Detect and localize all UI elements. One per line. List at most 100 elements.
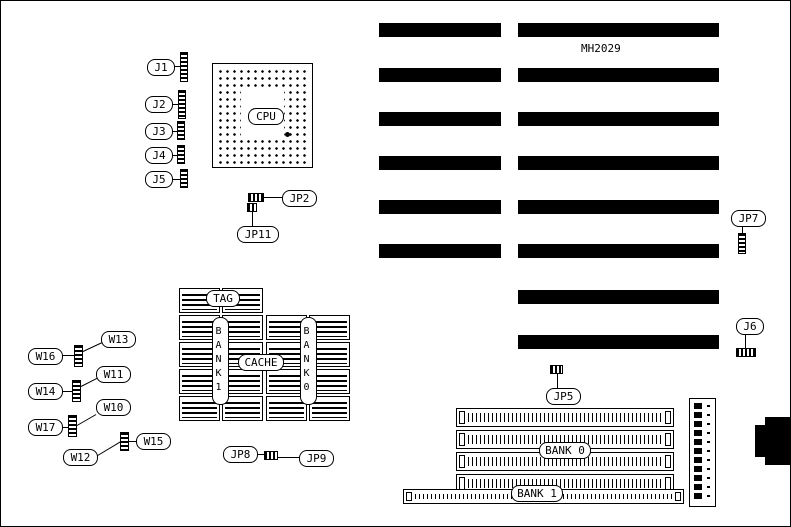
jumper-label-w11: W11 <box>96 366 131 383</box>
cache-tag-label: TAG <box>206 290 240 307</box>
memory-bank1-label: BANK 1 <box>511 485 563 502</box>
cache-bank0-label: BANK0 <box>300 317 317 405</box>
jumper-block-jp11 <box>247 203 257 212</box>
jumper-block-w14-w11 <box>72 380 81 402</box>
leader-line <box>278 457 299 458</box>
simm-latch <box>675 492 681 501</box>
cpu-pin1-dot <box>285 132 290 137</box>
simm-latch <box>665 411 671 424</box>
isa-slot-segment <box>518 156 719 170</box>
leader-line <box>76 414 97 426</box>
isa-slot-segment <box>379 112 501 126</box>
jumper-block-w17-w10 <box>68 415 77 437</box>
leader-line <box>169 104 178 105</box>
leader-line <box>169 131 177 132</box>
jumper-block-jp2 <box>248 193 264 202</box>
simm-contacts <box>468 457 662 466</box>
cpu-label: CPU <box>248 108 284 125</box>
cache-chip <box>266 396 307 421</box>
leader-line <box>557 374 558 388</box>
leader-line <box>62 391 72 392</box>
jumper-block-jp8-jp9 <box>264 451 278 460</box>
jumper-block-w16-w13 <box>74 345 83 367</box>
simm-latch <box>459 455 465 468</box>
cpu-socket: CPU <box>212 63 313 168</box>
jumper-label-w10: W10 <box>96 399 131 416</box>
cache-label: CACHE <box>238 354 284 371</box>
isa-slot-segment <box>379 200 501 214</box>
isa-slot-segment <box>379 68 501 82</box>
power-connector-pin-dots <box>707 405 710 501</box>
leader-line <box>62 355 74 356</box>
jumper-block-j3 <box>177 121 185 140</box>
leader-line <box>252 212 253 226</box>
simm-latch <box>459 433 465 446</box>
jumper-block-j2 <box>178 90 186 119</box>
jumper-block-jp5 <box>550 365 563 374</box>
jumper-label-w14: W14 <box>28 383 63 400</box>
isa-slot-segment <box>518 335 719 349</box>
simm-latch <box>665 433 671 446</box>
keyboard-connector-flange <box>755 425 769 457</box>
jumper-block-j1 <box>180 52 188 82</box>
isa-slot-segment <box>379 244 501 258</box>
jumper-label-w15: W15 <box>136 433 171 450</box>
jumper-label-jp9: JP9 <box>299 450 334 467</box>
leader-line <box>80 377 98 387</box>
jumper-label-j1: J1 <box>147 59 175 76</box>
leader-line <box>129 441 136 442</box>
jumper-label-jp5: JP5 <box>546 388 581 405</box>
isa-slot-segment <box>518 290 719 304</box>
cache-chip <box>222 396 263 421</box>
isa-slot-segment <box>379 156 501 170</box>
leader-line <box>264 197 282 198</box>
jumper-label-jp11: JP11 <box>237 226 279 243</box>
isa-slot-segment <box>518 23 719 37</box>
jumper-label-j2: J2 <box>145 96 173 113</box>
board-part-number: MH2029 <box>581 42 621 55</box>
power-connector <box>689 398 716 507</box>
leader-line <box>745 335 746 348</box>
jumper-label-jp2: JP2 <box>282 190 317 207</box>
isa-slot-segment <box>518 200 719 214</box>
leader-line <box>95 441 122 457</box>
jumper-label-j6: J6 <box>736 318 764 335</box>
simm-latch <box>459 411 465 424</box>
isa-slot-segment <box>379 23 501 37</box>
cache-chip <box>309 396 350 421</box>
cache-bank1-label: BANK1 <box>212 317 229 405</box>
isa-slot-segment <box>518 68 719 82</box>
leader-line <box>169 155 177 156</box>
leader-line <box>169 179 180 180</box>
jumper-label-w13: W13 <box>101 331 136 348</box>
leader-line <box>82 342 103 352</box>
leader-line <box>742 227 743 233</box>
jumper-label-jp8: JP8 <box>223 446 258 463</box>
jumper-label-w12: W12 <box>63 449 98 466</box>
leader-line <box>62 427 68 428</box>
jumper-block-j6 <box>736 348 756 357</box>
jumper-label-j5: J5 <box>145 171 173 188</box>
jumper-block-jp7 <box>738 233 746 254</box>
simm-contacts <box>468 413 662 422</box>
simm-latch <box>665 455 671 468</box>
jumper-label-w16: W16 <box>28 348 63 365</box>
jumper-block-j5 <box>180 169 188 188</box>
simm-contacts <box>468 479 662 488</box>
isa-slot-segment <box>518 244 719 258</box>
cache-chip <box>179 396 220 421</box>
simm-latch <box>406 492 412 501</box>
jumper-label-j4: J4 <box>145 147 173 164</box>
simm-contacts <box>468 435 662 444</box>
jumper-label-w17: W17 <box>28 419 63 436</box>
isa-slot-segment <box>518 112 719 126</box>
leader-line <box>256 454 264 455</box>
leader-line <box>171 66 180 67</box>
jumper-label-j3: J3 <box>145 123 173 140</box>
simm-socket <box>456 408 674 427</box>
jumper-label-jp7: JP7 <box>731 210 766 227</box>
jumper-block-j4 <box>177 145 185 164</box>
power-connector-pins <box>694 403 702 502</box>
memory-bank0-label: BANK 0 <box>539 442 591 459</box>
